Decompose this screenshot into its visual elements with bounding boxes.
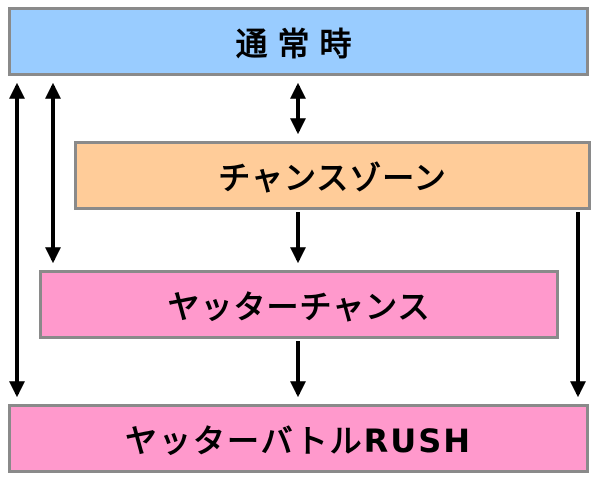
node-yatter-chance: ヤッターチャンス (39, 270, 559, 339)
node-yatter-rush: ヤッターバトルRUSH (8, 404, 589, 473)
node-normal: 通常時 (8, 7, 589, 76)
node-chance-zone: チャンスゾーン (74, 141, 591, 210)
